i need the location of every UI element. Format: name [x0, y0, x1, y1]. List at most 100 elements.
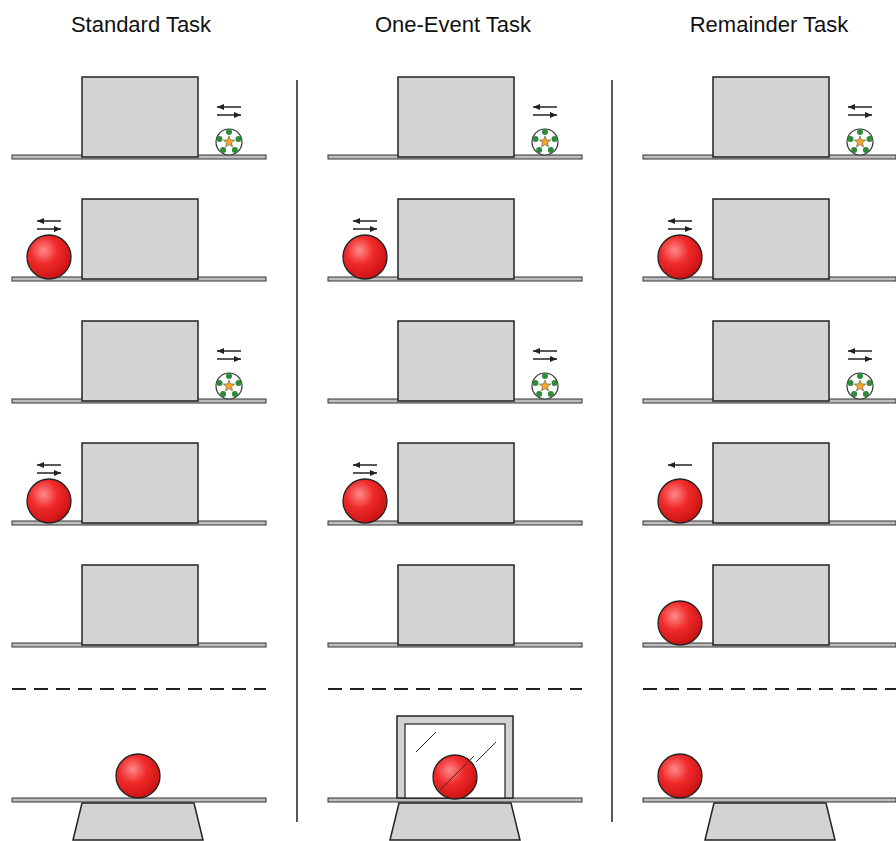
arrow-head: [533, 348, 540, 354]
glass-glint: [476, 742, 496, 762]
ball-star: [539, 136, 550, 147]
ball-patch: [851, 147, 857, 153]
arrow-head: [353, 218, 360, 224]
divider: [611, 80, 613, 822]
ball-patch: [536, 391, 542, 397]
arrow-head: [54, 226, 61, 232]
ball-patch: [548, 147, 554, 153]
arrow-head: [668, 218, 675, 224]
soccer-ball: [847, 373, 873, 399]
ball-patch: [232, 391, 238, 397]
task-title: Standard Task: [71, 12, 211, 38]
ball-patch: [220, 391, 226, 397]
arrow-head: [668, 462, 675, 468]
ball-patch: [552, 136, 558, 142]
arrow-head: [685, 226, 692, 232]
arrow-head: [865, 356, 872, 362]
red-ball: [27, 479, 71, 523]
arrow-head: [217, 104, 224, 110]
time-break: [328, 688, 582, 690]
task-title: One-Event Task: [375, 12, 531, 38]
occluder-box: [713, 321, 829, 401]
ball-patch: [226, 129, 232, 135]
occluder-box: [398, 321, 514, 401]
ball-patch: [532, 136, 538, 142]
red-ball: [658, 235, 702, 279]
ball-patch: [847, 380, 853, 386]
occluder-box: [398, 565, 514, 645]
ball-star: [539, 380, 550, 391]
occluder-box: [82, 565, 198, 645]
occluder-box: [713, 565, 829, 645]
red-ball: [658, 479, 702, 523]
ball-patch: [542, 129, 548, 135]
platform: [705, 803, 835, 840]
ball-patch: [552, 380, 558, 386]
glass-glint: [416, 732, 436, 752]
soccer-ball: [847, 129, 873, 155]
platform: [73, 803, 203, 840]
occluder-box: [398, 199, 514, 279]
red-ball: [433, 755, 477, 799]
arrow-head: [550, 112, 557, 118]
ball-star: [223, 136, 234, 147]
ball-patch: [863, 391, 869, 397]
occluder-box: [398, 77, 514, 157]
occluder-box: [82, 199, 198, 279]
red-ball: [27, 235, 71, 279]
ball-patch: [232, 147, 238, 153]
red-ball: [658, 754, 702, 798]
arrow-head: [37, 462, 44, 468]
soccer-ball: [532, 129, 558, 155]
ball-patch: [851, 391, 857, 397]
ball-patch: [236, 136, 242, 142]
arrow-head: [37, 218, 44, 224]
soccer-ball: [216, 373, 242, 399]
ball-patch: [536, 147, 542, 153]
arrow-head: [848, 104, 855, 110]
ball-patch: [847, 136, 853, 142]
arrow-head: [353, 462, 360, 468]
ball-star: [223, 380, 234, 391]
ball-patch: [542, 373, 548, 379]
arrow-head: [550, 356, 557, 362]
window-glass: [405, 724, 505, 798]
arrow-head: [370, 226, 377, 232]
occluder-box: [713, 77, 829, 157]
glass-glint: [440, 756, 474, 790]
ball-patch: [857, 373, 863, 379]
red-ball: [116, 754, 160, 798]
arrow-head: [234, 356, 241, 362]
divider: [296, 80, 298, 822]
ball-patch: [857, 129, 863, 135]
arrow-head: [533, 104, 540, 110]
ball-patch: [867, 380, 873, 386]
occluder-box: [82, 321, 198, 401]
ball-patch: [216, 136, 222, 142]
occluder-box: [398, 443, 514, 523]
time-break: [643, 688, 896, 690]
ball-patch: [548, 391, 554, 397]
arrow-head: [234, 112, 241, 118]
soccer-ball: [216, 129, 242, 155]
platform: [390, 803, 520, 840]
window-frame: [397, 716, 513, 798]
ball-patch: [226, 373, 232, 379]
occluder-box: [713, 199, 829, 279]
red-ball: [658, 601, 702, 645]
ball-star: [854, 136, 865, 147]
ball-patch: [216, 380, 222, 386]
ball-patch: [236, 380, 242, 386]
arrow-head: [217, 348, 224, 354]
arrow-head: [370, 470, 377, 476]
arrow-head: [54, 470, 61, 476]
red-ball: [343, 479, 387, 523]
time-break: [12, 688, 266, 690]
soccer-ball: [532, 373, 558, 399]
arrow-head: [848, 348, 855, 354]
task-title: Remainder Task: [690, 12, 849, 38]
ball-patch: [863, 147, 869, 153]
occluder-box: [713, 443, 829, 523]
occluder-box: [82, 443, 198, 523]
